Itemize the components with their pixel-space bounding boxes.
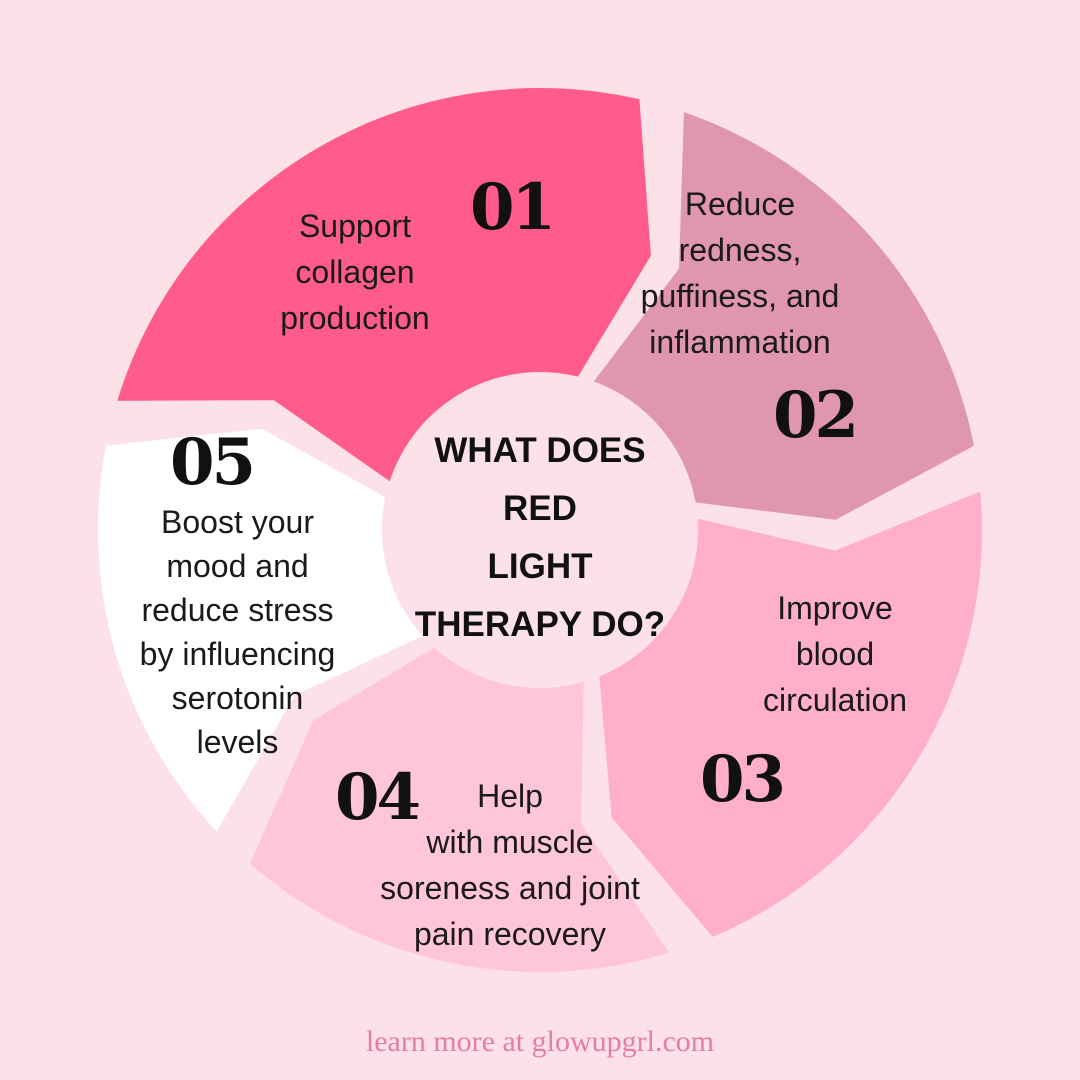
label-line: levels xyxy=(196,724,279,760)
label-line: pain recovery xyxy=(413,916,607,952)
number-04: 04 xyxy=(335,760,421,835)
label-line: soreness and joint xyxy=(380,870,640,906)
label-04: Help with muscle soreness and joint pain… xyxy=(350,773,670,957)
title-line: LIGHT xyxy=(487,547,593,586)
label-line: by influencing xyxy=(139,636,336,672)
label-line: reduce stress xyxy=(141,592,334,628)
number-01: 01 xyxy=(470,170,556,245)
center-circle xyxy=(382,372,698,688)
label-line: mood and xyxy=(166,548,309,584)
number-02: 02 xyxy=(773,378,859,453)
label-line: Boost your xyxy=(161,504,314,540)
number-03: 03 xyxy=(700,742,786,817)
number-05: 05 xyxy=(170,425,256,500)
label-line: production xyxy=(280,300,430,336)
label-line: with muscle xyxy=(426,824,594,860)
title-line: WHAT DOES xyxy=(434,431,646,470)
label-line: blood xyxy=(795,636,875,672)
title-line: RED xyxy=(503,489,577,528)
label-01: Support collagen production xyxy=(240,203,470,341)
label-line: circulation xyxy=(762,682,908,718)
label-line: redness, xyxy=(678,232,802,268)
center-title: WHAT DOES RED LIGHT THERAPY DO? xyxy=(380,422,700,654)
label-line: serotonin xyxy=(171,680,304,716)
label-line: Help xyxy=(477,778,543,814)
label-line: puffiness, and xyxy=(640,278,840,314)
label-line: Support xyxy=(298,208,412,244)
label-02: Reduce redness, puffiness, and inflammat… xyxy=(610,181,870,365)
footer-link[interactable]: learn more at glowupgrl.com xyxy=(365,1025,715,1058)
label-line: collagen xyxy=(295,254,415,290)
segment-04 xyxy=(250,643,670,973)
segment-05 xyxy=(97,428,431,832)
label-05: Boost your mood and reduce stress by inf… xyxy=(115,500,360,764)
segment-01 xyxy=(117,87,651,487)
segment-03 xyxy=(598,491,982,937)
label-line: inflammation xyxy=(649,324,831,360)
label-03: Improve blood circulation xyxy=(720,585,950,723)
title-line: THERAPY DO? xyxy=(414,605,666,644)
segment-02 xyxy=(588,112,974,520)
label-line: Improve xyxy=(777,590,893,626)
label-line: Reduce xyxy=(684,186,796,222)
